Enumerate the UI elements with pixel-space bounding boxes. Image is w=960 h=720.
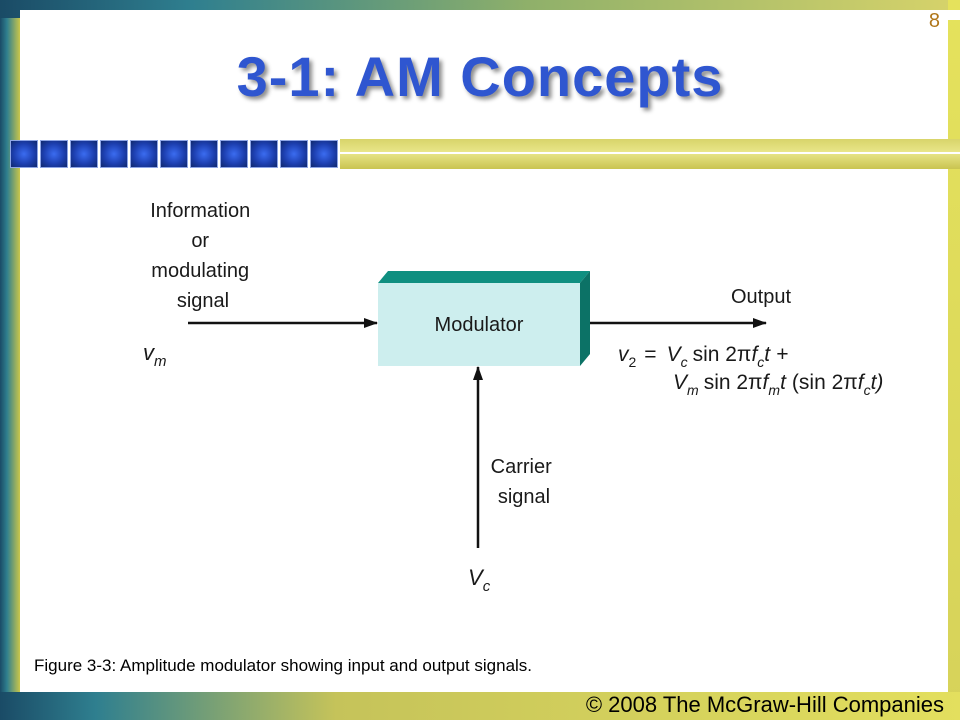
decorative-square (220, 140, 248, 168)
input-label: Information or modulating signal (150, 200, 256, 312)
carrier-symbol: Vc (468, 565, 491, 595)
decorative-square (280, 140, 308, 168)
input-label-line: or (191, 230, 209, 252)
carrier-label-line: Carrier (491, 456, 552, 478)
decorative-square (10, 140, 38, 168)
frame-right-border (948, 0, 960, 720)
modulator-block-side (580, 271, 590, 366)
decorative-square (310, 140, 338, 168)
decorative-square (100, 140, 128, 168)
decorative-square (250, 140, 278, 168)
output-label: Output (731, 286, 791, 308)
input-label-line: Information (150, 200, 250, 222)
decorative-line (340, 139, 960, 169)
copyright-notice: © 2008 The McGraw-Hill Companies (585, 692, 944, 717)
frame-top-inner (20, 10, 960, 20)
decorative-square (190, 140, 218, 168)
modulator-block-top (378, 271, 590, 283)
slide-number: 8 (928, 10, 940, 32)
carrier-label: Carrier signal (491, 456, 558, 508)
decorative-bar (10, 139, 960, 169)
modulator-label: Modulator (435, 314, 524, 336)
input-label-line: modulating (151, 260, 249, 282)
slide-title: 3-1: AM Concepts (236, 45, 724, 108)
modulator-block (378, 283, 580, 366)
frame-bottom-border (0, 692, 960, 720)
figure-caption: Figure 3-3: Amplitude modulator showing … (34, 656, 533, 675)
input-label-line: signal (177, 290, 229, 312)
input-symbol: vm (143, 340, 167, 370)
decorative-square (160, 140, 188, 168)
carrier-label-line: signal (498, 486, 550, 508)
decorative-square (40, 140, 68, 168)
decorative-square (70, 140, 98, 168)
decorative-square (130, 140, 158, 168)
frame-left-border (0, 0, 20, 720)
